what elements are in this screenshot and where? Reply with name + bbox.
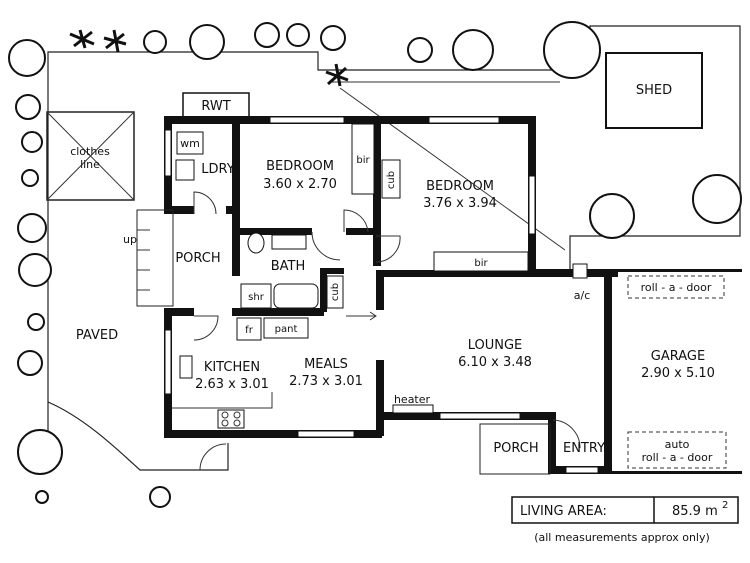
bedroom1-size: 3.60 x 2.70 (263, 177, 337, 192)
tree (407, 37, 433, 63)
living-area-label: LIVING AREA: (520, 504, 607, 519)
kitchen-bench (172, 392, 273, 409)
pantry (263, 317, 309, 339)
roll-door-top-label: roll - a - door (641, 281, 712, 294)
up-label: up (123, 233, 137, 246)
cub1 (381, 159, 401, 199)
pantry-label: pant (275, 324, 298, 335)
tree (189, 24, 225, 60)
living-area-unit: 2 (722, 500, 728, 511)
ldry-label: LDRY (201, 162, 234, 177)
cooktop-burners (221, 411, 241, 427)
clothes-line-label: line (80, 158, 100, 171)
tree (27, 313, 45, 331)
wm-label: wm (180, 137, 200, 150)
heater-label: heater (394, 393, 431, 406)
bath-label: BATH (271, 259, 306, 274)
rwt-label: RWT (201, 99, 230, 114)
trees (8, 21, 742, 508)
tree (254, 22, 280, 48)
bir1-label: bir (356, 155, 370, 166)
meals-name: MEALS (304, 357, 348, 372)
palm-icon (69, 29, 349, 87)
tree (21, 169, 39, 187)
tree (21, 131, 43, 153)
tree (35, 490, 49, 504)
ac-label: a/c (574, 289, 591, 302)
living-area-box (511, 496, 739, 524)
paved-edge (47, 401, 229, 471)
kitchen-size: 2.63 x 3.01 (195, 377, 269, 392)
bathtub (273, 283, 319, 309)
tree (286, 23, 310, 47)
roll-door-top (627, 275, 725, 299)
bir2-label: bir (474, 258, 488, 269)
heater (392, 404, 434, 414)
paved-label: PAVED (76, 328, 118, 343)
yard-path-line (339, 87, 566, 251)
auto-door-label: roll - a - door (642, 451, 713, 464)
clothes-line (46, 111, 135, 201)
windows (164, 116, 599, 474)
porch-west-deck (136, 209, 174, 307)
porch-east-deck (479, 423, 551, 475)
porch-west-label: PORCH (175, 251, 220, 266)
bir1 (351, 123, 375, 195)
tree (320, 25, 346, 51)
clothes-line-label: clothes (70, 145, 110, 158)
tree (15, 94, 41, 120)
shr-label: shr (248, 292, 265, 303)
meals-size: 2.73 x 3.01 (289, 374, 363, 389)
tree (8, 39, 46, 77)
tree (17, 350, 43, 376)
tree (692, 174, 742, 224)
cub1-label: cub (386, 171, 397, 189)
vanity (271, 234, 307, 250)
tree (543, 21, 601, 79)
cub2 (326, 275, 344, 309)
tree (149, 486, 171, 508)
bedroom2-name: BEDROOM (426, 179, 494, 194)
living-area-value: 85.9 m (672, 504, 718, 519)
rwt (182, 92, 250, 118)
bedroom2-size: 3.76 x 3.94 (423, 196, 497, 211)
tree (18, 253, 52, 287)
washing-machine (176, 131, 204, 155)
garage-name: GARAGE (651, 349, 705, 364)
auto-roll-door (627, 431, 727, 469)
lounge-name: LOUNGE (468, 338, 523, 353)
cub2-label: cub (330, 283, 341, 301)
doors (193, 191, 581, 471)
toilet (247, 232, 265, 254)
lounge-size: 6.10 x 3.48 (458, 355, 532, 370)
entry-label: ENTRY (563, 441, 605, 456)
shed-label: SHED (636, 83, 672, 98)
tree (589, 193, 635, 239)
fridge (236, 317, 262, 341)
bedroom1-name: BEDROOM (266, 159, 334, 174)
porch-east-label: PORCH (493, 441, 538, 456)
garage-size: 2.90 x 5.10 (641, 366, 715, 381)
fr-label: fr (245, 325, 254, 336)
auto-door-label: auto (665, 438, 690, 451)
tree (143, 30, 167, 54)
ac-unit (572, 263, 588, 279)
cooktop (217, 409, 245, 429)
sink (179, 355, 193, 379)
kitchen-name: KITCHEN (204, 360, 260, 375)
laundry-trough (175, 159, 195, 181)
tree (17, 429, 63, 475)
tree (452, 29, 494, 71)
footnote: (all measurements approx only) (534, 531, 710, 544)
tree (17, 213, 47, 243)
steps (137, 229, 150, 291)
shed (605, 52, 703, 129)
bir2 (433, 251, 529, 272)
shower (240, 283, 272, 309)
arrow-divider (346, 311, 377, 321)
